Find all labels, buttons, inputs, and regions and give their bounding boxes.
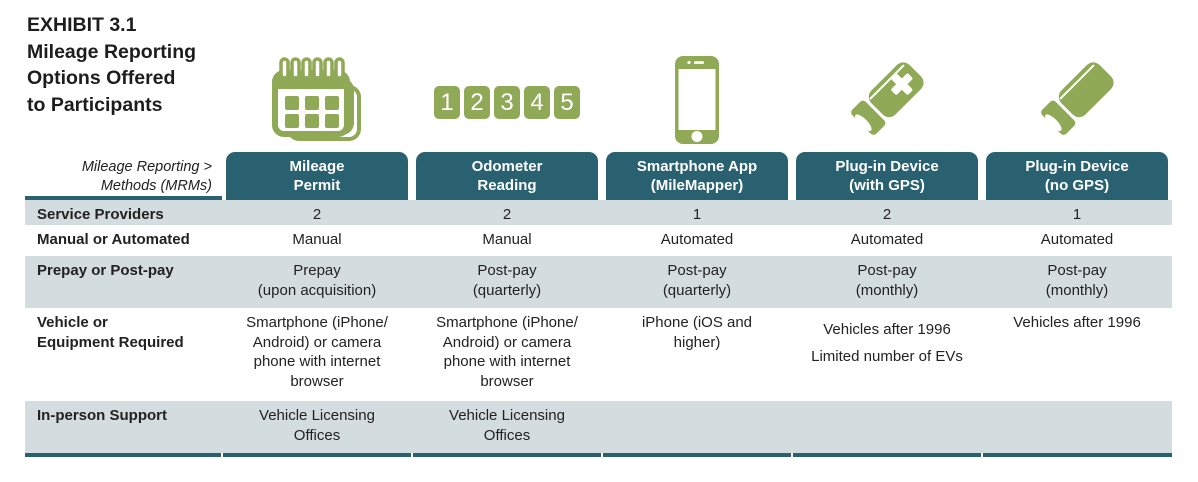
table-cell: Post-pay (quarterly)	[662, 262, 732, 299]
table-cell: iPhone (iOS and higher)	[641, 314, 753, 351]
row-label: Prepay or Post-pay	[37, 262, 174, 279]
column-header-plugin-gps: Plug-in Device (with GPS)	[796, 152, 978, 200]
column-header-mileage-permit: Mileage Permit	[226, 152, 408, 200]
table-cell	[982, 401, 1172, 453]
table-cell: 2	[312, 206, 322, 223]
row-label: Vehicle or Equipment Required	[37, 314, 184, 351]
plug-in-device-gps-icon	[851, 62, 924, 135]
odometer-digit: 1	[434, 86, 460, 119]
plug-in-device-icon	[1041, 62, 1114, 135]
column-header-smartphone-app: Smartphone App (MileMapper)	[606, 152, 788, 200]
table-bottom-border	[25, 453, 1172, 457]
calendar-icon	[271, 57, 361, 141]
table-cell: Manual	[482, 231, 532, 248]
table-row-vehicle-or-equipment: Vehicle or Equipment Required Smartphone…	[25, 308, 1172, 401]
odometer-digits-icon: 1 2 3 4 5	[434, 86, 580, 119]
table-cell: Vehicles after 1996	[1013, 314, 1141, 331]
row-label: Service Providers	[37, 206, 164, 223]
table-cell: Vehicle Licensing Offices	[449, 407, 565, 444]
table-cell: 2	[502, 206, 512, 223]
table-cell: Automated	[660, 231, 734, 248]
table-cell: Smartphone (iPhone/ Android) or camera p…	[246, 314, 388, 390]
table-cell: 1	[692, 206, 702, 223]
odometer-digit: 2	[464, 86, 490, 119]
table-cell: Post-pay (monthly)	[1045, 262, 1109, 299]
smartphone-icon	[675, 56, 719, 144]
table-cell: 1	[1072, 206, 1082, 223]
odometer-digit: 4	[524, 86, 550, 119]
odometer-digit: 3	[494, 86, 520, 119]
table-cell	[792, 401, 982, 453]
table-row-service-providers: Service Providers 2 2 1 2 1	[25, 200, 1172, 225]
row-label: Manual or Automated	[37, 231, 190, 248]
exhibit-label: EXHIBIT 3.1	[27, 14, 137, 36]
table-cell: Automated	[850, 231, 924, 248]
exhibit-title-block: EXHIBIT 3.1 Mileage Reporting Options Of…	[27, 12, 196, 118]
table-cell: Post-pay (monthly)	[855, 262, 919, 299]
table-row-prepay-or-postpay: Prepay or Post-pay Prepay (upon acquisit…	[25, 256, 1172, 308]
column-header-odometer-reading: Odometer Reading	[416, 152, 598, 200]
table-cell	[602, 401, 792, 453]
corner-header: Mileage Reporting > Methods (MRMs)	[25, 152, 222, 200]
page-title: Mileage Reporting Options Offered to Par…	[27, 40, 197, 116]
table-cell: Manual	[292, 231, 342, 248]
odometer-digit: 5	[554, 86, 580, 119]
row-label: In-person Support	[37, 407, 167, 424]
mileage-options-table: Mileage Reporting > Methods (MRMs) Milea…	[25, 152, 1172, 457]
table-cell: Smartphone (iPhone/ Android) or camera p…	[436, 314, 578, 390]
table-cell: Post-pay (quarterly)	[472, 262, 542, 299]
table-row-manual-or-automated: Manual or Automated Manual Manual Automa…	[25, 225, 1172, 256]
table-cell: Automated	[1040, 231, 1114, 248]
table-cell: Vehicle Licensing Offices	[259, 407, 375, 444]
table-cell: 2	[882, 206, 892, 223]
table-row-in-person-support: In-person Support Vehicle Licensing Offi…	[25, 401, 1172, 453]
table-cell: Prepay (upon acquisition)	[257, 262, 377, 299]
column-header-plugin-no-gps: Plug-in Device (no GPS)	[986, 152, 1168, 200]
icons-row: 1 2 3 4 5	[25, 45, 1172, 145]
table-header-row: Mileage Reporting > Methods (MRMs) Milea…	[25, 152, 1172, 200]
table-cell: Vehicles after 1996 Limited number of EV…	[811, 321, 963, 365]
